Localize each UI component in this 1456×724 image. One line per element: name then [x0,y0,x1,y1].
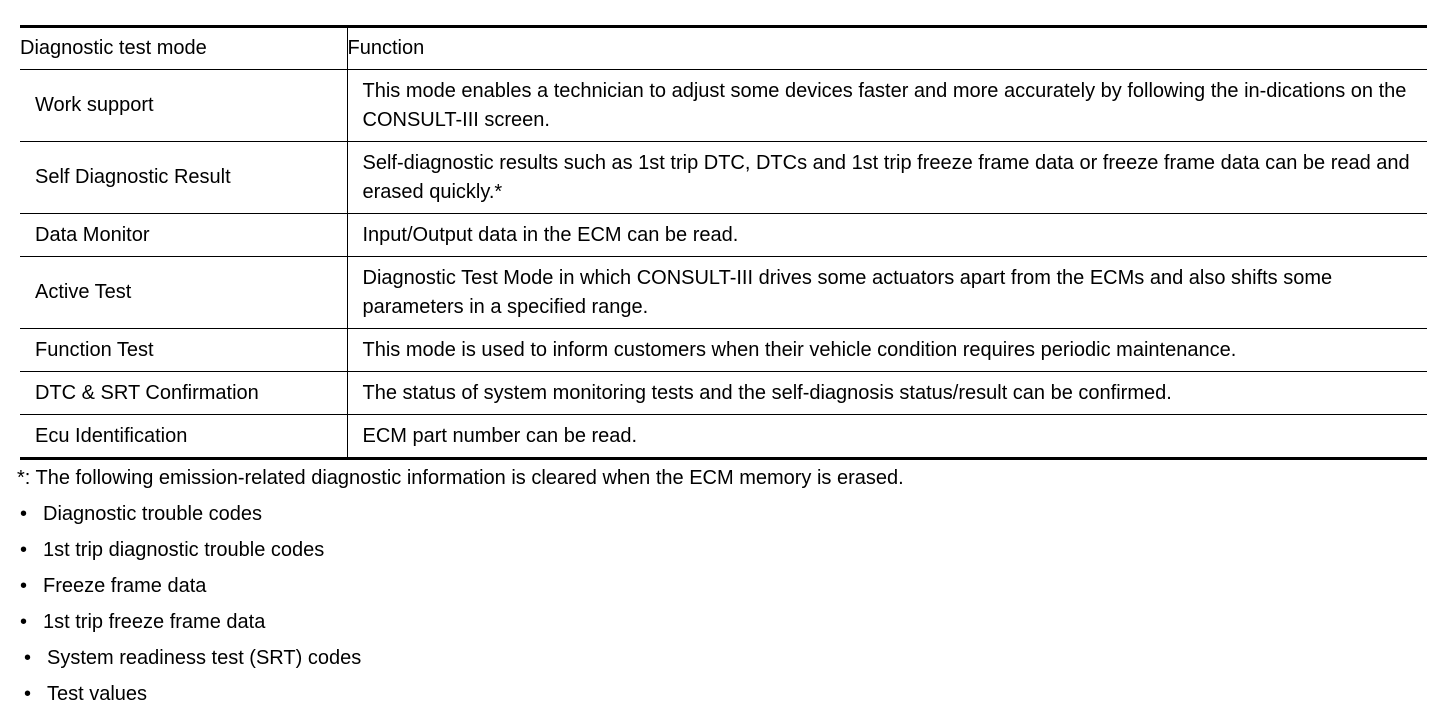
table-row: Work support This mode enables a technic… [20,69,1427,142]
table-header-row: Diagnostic test mode Function [20,26,1427,70]
list-item-text: Diagnostic trouble codes [43,503,263,525]
bullet-icon: • [20,575,28,597]
function-cell: Input/Output data in the ECM can be read… [347,213,1427,257]
table-row: Data Monitor Input/Output data in the EC… [20,213,1427,257]
list-item-text: Test values [47,683,148,705]
document-page: Diagnostic test mode Function Work suppo… [17,25,1427,706]
table-row: Function Test This mode is used to infor… [20,328,1427,372]
list-item: • Diagnostic trouble codes [20,502,1427,526]
function-cell: This mode is used to inform customers wh… [347,328,1427,372]
function-cell: Self-diagnostic results such as 1st trip… [347,141,1427,214]
table-row: DTC & SRT Confirmation The status of sys… [20,371,1427,415]
mode-cell: DTC & SRT Confirmation [20,371,348,415]
list-item-text: 1st trip freeze frame data [43,611,266,633]
bullet-icon: • [20,611,28,633]
table-row: Ecu Identification ECM part number can b… [20,414,1427,459]
diagnostic-mode-table: Diagnostic test mode Function Work suppo… [20,25,1427,460]
function-cell: ECM part number can be read. [362,424,638,447]
bullet-icon: • [20,539,28,561]
mode-cell: Active Test [20,256,348,329]
list-item-text: 1st trip diagnostic trouble codes [43,539,325,561]
list-item: • System readiness test (SRT) codes [20,646,1427,670]
mode-cell: Data Monitor [20,213,348,257]
list-item-text: System readiness test (SRT) codes [47,647,362,669]
function-cell: Diagnostic Test Mode in which CONSULT-II… [347,256,1427,329]
cleared-info-list: • Diagnostic trouble codes • 1st trip diag… [20,502,1427,706]
mode-cell: Function Test [20,328,348,372]
list-item: • 1st trip freeze frame data [20,610,1427,634]
mode-cell: Ecu Identification [20,414,348,459]
mode-cell: Work support [20,69,348,142]
header-mode: Diagnostic test mode [20,26,348,70]
bullet-icon: • [24,683,32,705]
function-cell: The status of system monitoring tests an… [347,371,1427,415]
list-item: • Freeze frame data [20,574,1427,598]
header-function: Function [347,26,1427,70]
list-item-text: Freeze frame data [43,575,207,597]
function-cell: This mode enables a technician to adjust… [347,69,1427,142]
table-row: Self Diagnostic Result Self-diagnostic r… [20,141,1427,214]
footnote-text: *: The following emission-related diagno… [17,467,904,489]
bullet-icon: • [20,503,28,525]
bullet-icon: • [24,647,32,669]
list-item: • Test values [20,682,1427,706]
table-row: Active Test Diagnostic Test Mode in whic… [20,256,1427,329]
mode-cell: Self Diagnostic Result [20,141,348,214]
list-item: • 1st trip diagnostic trouble codes [20,538,1427,562]
